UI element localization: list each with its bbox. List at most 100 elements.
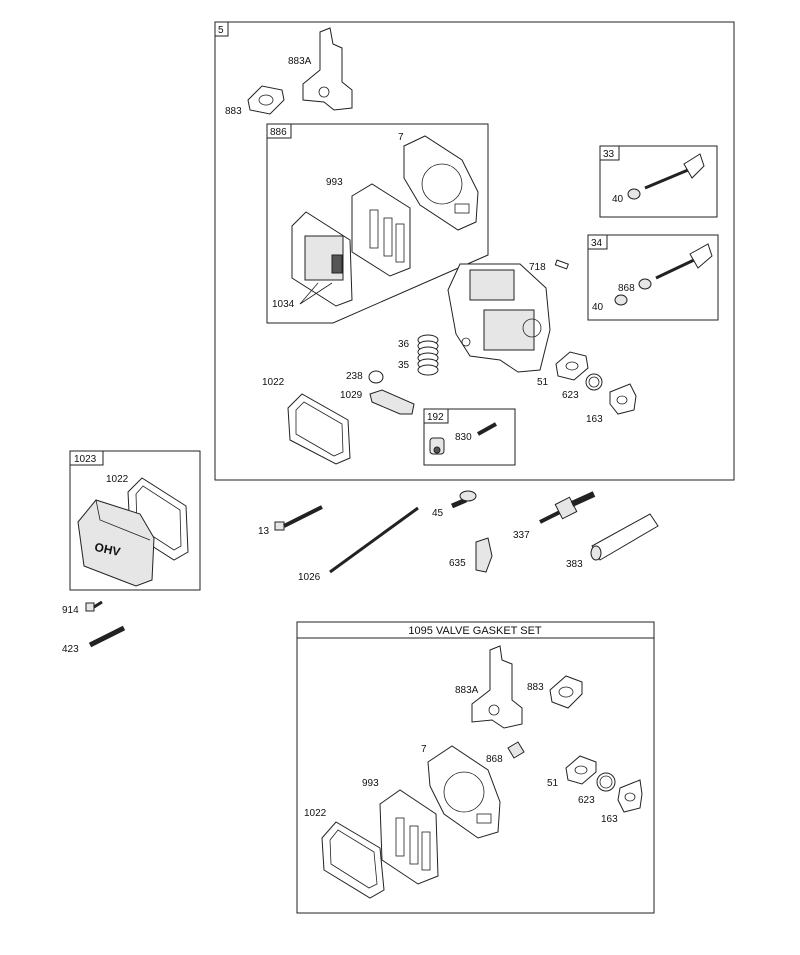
seal-868-set [507, 741, 525, 759]
gasket-883 [247, 85, 285, 115]
breather-635 [475, 537, 493, 573]
frame-5-id [214, 21, 229, 37]
gasket-163-top-hole [616, 395, 628, 405]
gasket-1022-set [321, 821, 385, 899]
head-gasket-7-slot [454, 203, 470, 214]
ring-623-set-inner [599, 775, 613, 789]
spark-plug-337 [539, 491, 596, 524]
label-868-top: 868 [618, 283, 635, 294]
head-gasket-7-set-slot [476, 813, 492, 824]
gasket-993-set-slot-a [395, 817, 405, 857]
bracket-883a-set [471, 645, 523, 729]
frame-34 [587, 234, 719, 321]
gasket-163-set-hole [624, 792, 636, 802]
label-163-set: 163 [601, 814, 618, 825]
ring-623-top-inner [588, 376, 600, 388]
tube-383 [590, 513, 659, 561]
label-7-top: 7 [398, 132, 404, 143]
gasket-51-set-hole [574, 765, 588, 775]
label-51-top: 51 [537, 377, 549, 388]
label-1022-set: 1022 [304, 808, 327, 819]
screw-914 [85, 600, 103, 612]
label-883a-set: 883A [455, 685, 479, 696]
gasket-883-set [549, 675, 583, 709]
valve-cover-top [95, 499, 151, 541]
label-1029: 1029 [340, 390, 363, 401]
label-40-a: 40 [612, 194, 624, 205]
stud-830 [477, 422, 497, 436]
label-1034: 1034 [272, 299, 295, 310]
valve-33-stem [644, 168, 689, 190]
label-718: 718 [529, 262, 546, 273]
spring-35 [417, 352, 439, 376]
frame-1095 [296, 621, 655, 914]
head-gasket-7 [403, 135, 479, 231]
gasket-993 [351, 183, 411, 277]
label-36: 36 [398, 339, 410, 350]
gasket-993-slot-c [395, 223, 405, 263]
label-883-top: 883 [225, 106, 242, 117]
gasket-1022-top-inner [295, 401, 344, 457]
frame-192-id [423, 408, 449, 424]
gasket-883-set-hole [558, 686, 574, 698]
frame-33-label: 33 [603, 149, 615, 160]
cylinder-head-fins-b [483, 309, 535, 351]
label-51-set: 51 [547, 778, 559, 789]
plate-1034-clip [331, 254, 343, 274]
gasket-51-top-hole [565, 361, 579, 371]
label-7-set: 7 [421, 744, 427, 755]
head-gasket-7-set-bore [443, 771, 485, 813]
pin-718 [554, 259, 569, 270]
gasket-1022-set-inner [329, 829, 378, 889]
valve-34-head [689, 243, 713, 269]
label-914: 914 [62, 605, 79, 616]
cylinder-head-fins-a [469, 269, 515, 301]
label-993-set: 993 [362, 778, 379, 789]
label-993-top: 993 [326, 177, 343, 188]
valve-cover [77, 499, 155, 587]
frame-34-label: 34 [591, 238, 603, 249]
gasket-993-set-slot-c [421, 831, 431, 871]
frame-34-id [587, 234, 608, 250]
label-163-top: 163 [586, 414, 603, 425]
frame-192-label: 192 [427, 412, 444, 423]
head-gasket-7-set [427, 745, 501, 839]
label-830: 830 [455, 432, 472, 443]
keeper-40-b [614, 294, 628, 306]
pushrod-1026 [329, 506, 419, 574]
valve-34-stem [655, 258, 695, 280]
ring-238 [368, 370, 384, 384]
label-238: 238 [346, 371, 363, 382]
frame-5-label: 5 [218, 25, 224, 36]
leader-1034-a [299, 282, 319, 305]
frame-1023-id [69, 450, 104, 466]
label-635: 635 [449, 558, 466, 569]
frame-1023 [69, 450, 201, 591]
gasket-51-top [555, 351, 589, 381]
ring-623-top [585, 373, 603, 391]
spring-36 [417, 334, 439, 358]
gasket-163-set [617, 779, 643, 813]
label-383: 383 [566, 559, 583, 570]
bracket-883a-hole [318, 86, 330, 98]
label-1026: 1026 [298, 572, 321, 583]
label-883a-top: 883A [288, 56, 312, 67]
frame-886-label: 886 [270, 127, 287, 138]
gasket-993-set-slot-b [409, 825, 419, 865]
label-623-set: 623 [578, 795, 595, 806]
gasket-993-set [379, 789, 439, 885]
frame-1023-label: 1023 [74, 454, 97, 465]
gasket-51-set [565, 755, 597, 785]
label-13: 13 [258, 526, 270, 537]
leader-1034-b [299, 282, 333, 305]
valve-cover-logo: OHV [93, 540, 121, 559]
label-35: 35 [398, 360, 410, 371]
cylinder-head-port [522, 318, 542, 338]
valve-33-head [683, 153, 705, 179]
label-883-set: 883 [527, 682, 544, 693]
label-1022-cover: 1022 [106, 474, 129, 485]
frame-33 [599, 145, 718, 218]
bracket-883a [302, 27, 353, 111]
frame-33-id [599, 145, 620, 161]
